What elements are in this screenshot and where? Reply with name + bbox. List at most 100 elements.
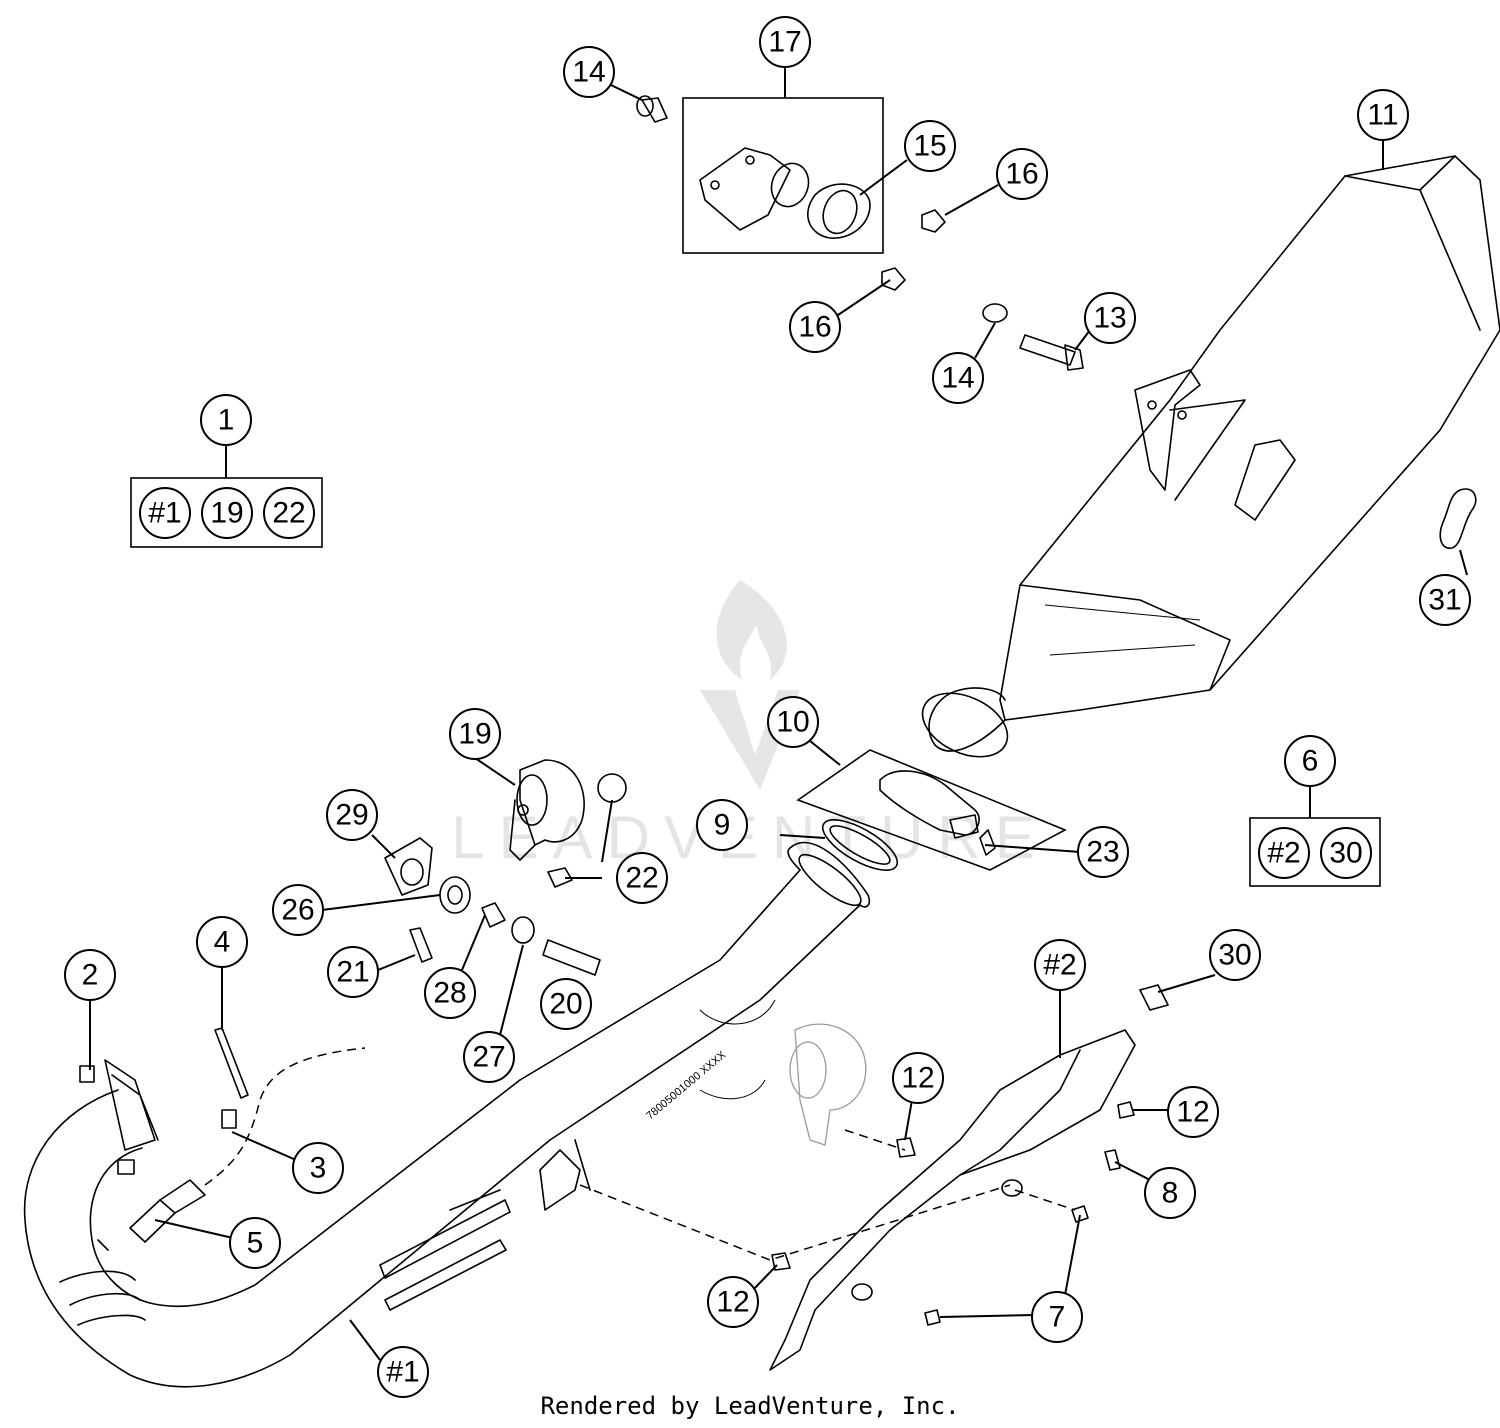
svg-text:3: 3	[310, 1152, 327, 1185]
callout-28: 28	[424, 967, 476, 1019]
callout-8: 8	[1144, 1167, 1196, 1219]
gasket-ring	[821, 819, 899, 871]
svg-text:2: 2	[82, 959, 99, 992]
rendered-by-credit: Rendered by LeadVenture, Inc.	[540, 1392, 960, 1420]
kit-1-item-19: 19	[201, 487, 253, 539]
svg-text:28: 28	[433, 977, 466, 1010]
svg-text:20: 20	[549, 988, 582, 1021]
leader-lines	[89, 67, 1468, 1361]
ghost-bracket	[789, 1023, 867, 1146]
callout-12-b: 12	[1167, 1086, 1219, 1138]
callout-9: 9	[696, 799, 748, 851]
callout-17: 17	[759, 16, 811, 68]
screw-21	[409, 927, 433, 963]
pipe-marking: 78005001000 XXXX	[644, 1049, 729, 1123]
rubber-mount-29	[384, 837, 433, 896]
callout-14-b: 14	[932, 352, 984, 404]
svg-text:16: 16	[1005, 158, 1038, 191]
screw-8	[1104, 1149, 1121, 1171]
rubber-pad	[1439, 488, 1477, 549]
clip-12b	[1117, 1101, 1135, 1119]
svg-text:#2: #2	[1043, 949, 1076, 982]
manifold-kit	[682, 97, 884, 254]
bolt-20	[542, 939, 601, 976]
svg-text:7: 7	[1049, 1301, 1066, 1334]
callout-16-a: 16	[996, 148, 1048, 200]
lambda-sensor	[129, 1047, 366, 1243]
svg-text:15: 15	[913, 130, 946, 163]
spacer-28	[481, 902, 506, 928]
assembly-line	[579, 1184, 1011, 1261]
callout-31: 31	[1419, 574, 1471, 626]
callout-27: 27	[463, 1031, 515, 1083]
screw-7b	[924, 1309, 941, 1326]
muffler	[921, 155, 1500, 758]
svg-text:1: 1	[218, 404, 235, 437]
callout-4: 4	[196, 916, 248, 968]
callout-10: 10	[767, 696, 819, 748]
callout-3: 3	[292, 1142, 344, 1194]
svg-text:14: 14	[941, 362, 974, 395]
svg-text:6: 6	[1302, 745, 1319, 778]
kit-6-item-30: 30	[1320, 827, 1372, 879]
washer-27	[511, 916, 535, 944]
callout-20: 20	[540, 978, 592, 1030]
callout-19: 19	[449, 708, 501, 760]
svg-text:8: 8	[1162, 1177, 1179, 1210]
svg-text:#2: #2	[1267, 837, 1300, 870]
svg-text:29: 29	[335, 799, 368, 832]
svg-text:21: 21	[336, 956, 369, 989]
svg-text:13: 13	[1093, 302, 1126, 335]
svg-text:19: 19	[458, 718, 491, 751]
svg-text:22: 22	[625, 862, 658, 895]
svg-text:16: 16	[798, 311, 831, 344]
svg-text:17: 17	[768, 26, 801, 59]
small-hardware	[636, 95, 1084, 371]
nut-22	[547, 867, 573, 888]
kit-1-item-22: 22	[263, 487, 315, 539]
clamp-kit	[796, 749, 1067, 871]
svg-text:12: 12	[716, 1286, 749, 1319]
callout-#2: #2	[1034, 939, 1086, 991]
callout-11: 11	[1357, 89, 1409, 141]
hanger-bracket-19	[509, 759, 585, 861]
callout-#1: #1	[377, 1346, 429, 1398]
svg-text:4: 4	[214, 926, 231, 959]
callout-5: 5	[229, 1217, 281, 1269]
svg-text:30: 30	[1329, 837, 1362, 870]
leadventure-watermark: LEADVENTURE	[451, 580, 1035, 871]
exhaust-flange	[79, 1059, 159, 1175]
svg-text:#1: #1	[386, 1356, 419, 1389]
svg-text:22: 22	[272, 497, 305, 530]
svg-text:14: 14	[572, 56, 605, 89]
cap-30	[1139, 984, 1169, 1011]
callout-22: 22	[616, 852, 668, 904]
screw-7a	[1071, 1205, 1089, 1223]
svg-text:19: 19	[210, 497, 243, 530]
svg-text:12: 12	[901, 1062, 934, 1095]
svg-text:26: 26	[281, 894, 314, 927]
cap-22	[597, 773, 627, 803]
kit-6: #2 30	[1249, 817, 1381, 887]
kit-1-item-#1: #1	[139, 487, 191, 539]
kit-1: #1 19 22	[130, 477, 323, 548]
callout-15: 15	[904, 120, 956, 172]
clip-12a	[896, 1137, 916, 1158]
svg-text:9: 9	[714, 809, 731, 842]
svg-text:11: 11	[1367, 99, 1398, 132]
heat-strip	[214, 1027, 249, 1099]
clip-12c	[771, 1252, 791, 1271]
kit-6-item-#2: #2	[1258, 827, 1310, 879]
svg-text:23: 23	[1086, 836, 1119, 869]
svg-text:#1: #1	[148, 497, 181, 530]
callout-12-a: 12	[892, 1052, 944, 1104]
callout-2: 2	[64, 949, 116, 1001]
svg-text:27: 27	[472, 1041, 505, 1074]
svg-text:5: 5	[247, 1227, 264, 1260]
bolt-23	[979, 829, 996, 856]
callout-23: 23	[1077, 826, 1129, 878]
callout-12-c: 12	[707, 1276, 759, 1328]
callout-13: 13	[1084, 292, 1136, 344]
callout-30: 30	[1209, 929, 1261, 981]
grommet-26	[439, 876, 471, 914]
